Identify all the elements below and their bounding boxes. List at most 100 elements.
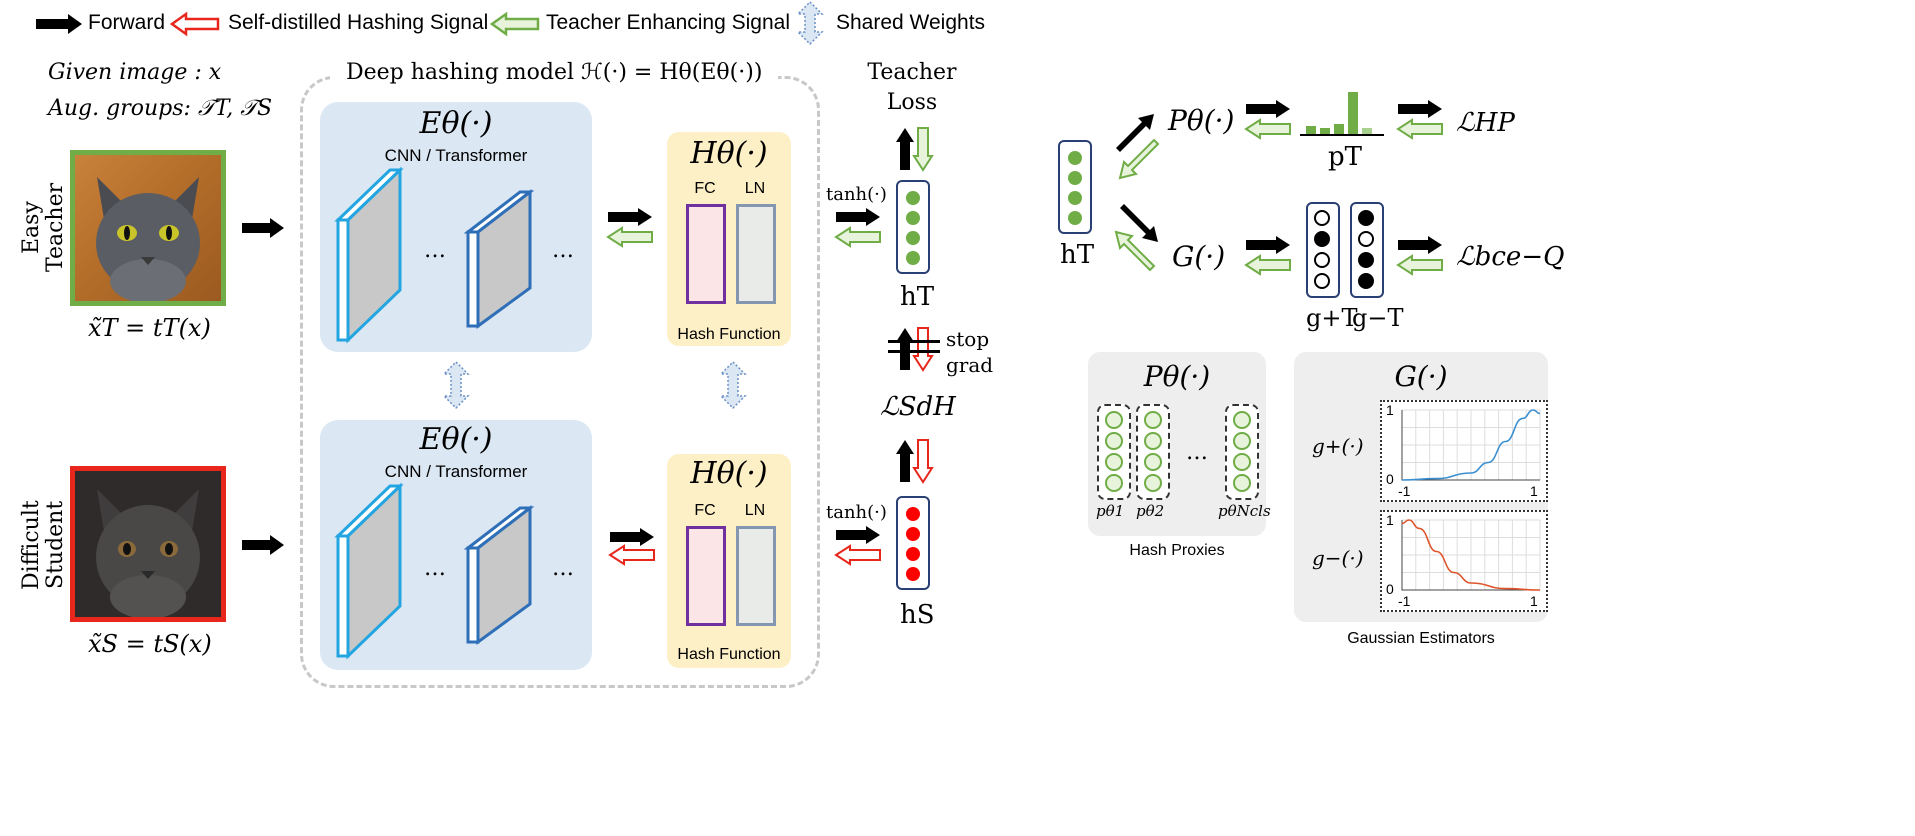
student-side-label: Difficult Student [19, 500, 68, 590]
teacher-side-label: Easy Teacher [19, 182, 68, 273]
gauss-enhancing-arrow-icon [1244, 254, 1291, 276]
student-loss-up-arrow-icon [896, 440, 914, 482]
teacher-ln-label: LN [744, 180, 766, 197]
hp-loss-label: ℒHP [1456, 108, 1515, 138]
probability-label: pT [1328, 142, 1362, 172]
g-minus-function-label: g−(·) [1312, 546, 1364, 570]
teacher-tanh-enhancing-arrow-icon [834, 226, 881, 248]
legend-self-distilled-arrow-icon [169, 11, 220, 37]
gaussian-estimators-caption: Gaussian Estimators [1347, 630, 1495, 647]
teacher-fc-layer [686, 204, 726, 304]
teacher-aug-formula: x̃T = tT(x) [88, 314, 211, 342]
proxy-dot [1233, 474, 1251, 492]
legend-teacher-enhancing-arrow-icon [489, 11, 540, 37]
proxy-dot [1105, 432, 1123, 450]
proxy-dot [1233, 432, 1251, 450]
student-enc-self-distilled-arrow-icon [608, 544, 655, 566]
student-aug-formula: x̃S = tS(x) [88, 630, 212, 658]
student-hash-title: Hθ(·) [690, 456, 768, 491]
hash-proxies-title: Pθ(·) [1143, 360, 1211, 393]
proxy-dot [1233, 411, 1251, 429]
to-proxy-forward-arrow-icon [1116, 114, 1154, 152]
teacher-loss-label: Teacher Loss [867, 60, 957, 115]
student-encoder-title: Eθ(·) [419, 422, 493, 457]
from-gauss-enhancing-arrow-icon [1114, 230, 1156, 272]
to-gauss-forward-arrow-icon [1120, 204, 1158, 242]
student-tanh-self-distilled-arrow-icon [834, 544, 881, 566]
shared-weights-hash-icon [719, 360, 747, 410]
g-plus-label: g+T [1306, 304, 1358, 332]
g-minus-axes [1401, 520, 1540, 591]
teacher-hash-code-label: hT [900, 282, 935, 312]
legend-teacher-enhancing-label: Teacher Enhancing Signal [546, 11, 791, 34]
proxy-function-label: Pθ(·) [1168, 104, 1235, 137]
proxy-ellipsis: … [1186, 440, 1208, 465]
g-plus-dot [1314, 210, 1330, 226]
g-minus-dot [1358, 252, 1374, 268]
g-plus-y-tick-0: 0 [1386, 471, 1394, 487]
g-minus-curve [1401, 519, 1541, 591]
stop-grad-up-arrow-icon [896, 328, 914, 370]
proxy-dot [1105, 411, 1123, 429]
hp-enhancing-arrow-icon [1396, 118, 1443, 140]
g-minus-vector [1350, 202, 1384, 298]
right-teacher-vector-dot [1068, 211, 1082, 225]
legend-forward-label: Forward [88, 11, 166, 34]
stop-grad-down-arrow-icon [912, 327, 934, 372]
teacher-encoder-layer-1-icon [334, 166, 404, 344]
teacher-vector-dot [906, 231, 920, 245]
g-minus-y-tick-1: 1 [1386, 512, 1394, 528]
student-encoder-layer-2-icon [463, 504, 535, 645]
student-fc-layer [686, 526, 726, 626]
g-plus-function-label: g+(·) [1312, 434, 1364, 458]
legend-shared-weights-label: Shared Weights [836, 11, 986, 34]
teacher-enc-enhancing-arrow-icon [606, 226, 653, 248]
proxy-dot [1144, 474, 1162, 492]
given-image-text: Given image : x [48, 60, 222, 85]
proxy-label-2: pθ2 [1136, 502, 1165, 520]
student-vector-dot [906, 507, 920, 521]
teacher-encoder-layer-2-icon [463, 188, 535, 329]
teacher-hash-caption: Hash Function [677, 326, 781, 343]
student-hash-caption: Hash Function [677, 646, 781, 663]
g-minus-x-tick-1: 1 [1530, 593, 1538, 609]
g-plus-vector [1306, 202, 1340, 298]
g-minus-dot [1358, 231, 1374, 247]
g-plus-dot [1314, 231, 1330, 247]
shared-weights-encoder-icon [442, 360, 470, 410]
right-teacher-hash-label: hT [1060, 240, 1095, 270]
probability-histogram-icon [1300, 92, 1384, 136]
teacher-loss-up-arrow-icon [896, 128, 914, 170]
student-encoder-ellipsis-2: … [552, 556, 574, 581]
teacher-loss-down-arrow-icon [912, 127, 934, 172]
student-input-forward-arrow-icon [242, 535, 284, 555]
teacher-input-forward-arrow-icon [242, 218, 284, 238]
self-distilled-loss-label: ℒSdH [880, 392, 956, 422]
proxy-dot [1144, 453, 1162, 471]
stop-grad-bar-icon [888, 340, 940, 353]
teacher-encoder-subtitle: CNN / Transformer [384, 146, 528, 165]
teacher-encoder-ellipsis: … [424, 238, 446, 263]
proxy-label-n: pθNcls [1218, 502, 1271, 520]
student-ln-layer [736, 526, 776, 626]
teacher-tanh-label: tanh(·) [826, 184, 887, 205]
student-tanh-label: tanh(·) [826, 502, 887, 523]
teacher-hash-vector [896, 180, 930, 274]
right-teacher-vector-dot [1068, 151, 1082, 165]
hash-proxies-caption: Hash Proxies [1129, 542, 1225, 559]
gauss-forward-arrow-icon [1246, 236, 1290, 254]
proxy-column-1 [1097, 404, 1131, 500]
bce-forward-arrow-icon [1398, 236, 1442, 254]
teacher-cat-image [70, 150, 226, 306]
proxy-dot [1144, 411, 1162, 429]
proxy-label-1: pθ1 [1096, 502, 1125, 520]
teacher-vector-dot [906, 191, 920, 205]
legend-self-distilled-label: Self-distilled Hashing Signal [228, 11, 489, 34]
student-vector-dot [906, 527, 920, 541]
proxy-column-2 [1136, 404, 1170, 500]
g-plus-dot [1314, 252, 1330, 268]
g-plus-dot [1314, 273, 1330, 289]
